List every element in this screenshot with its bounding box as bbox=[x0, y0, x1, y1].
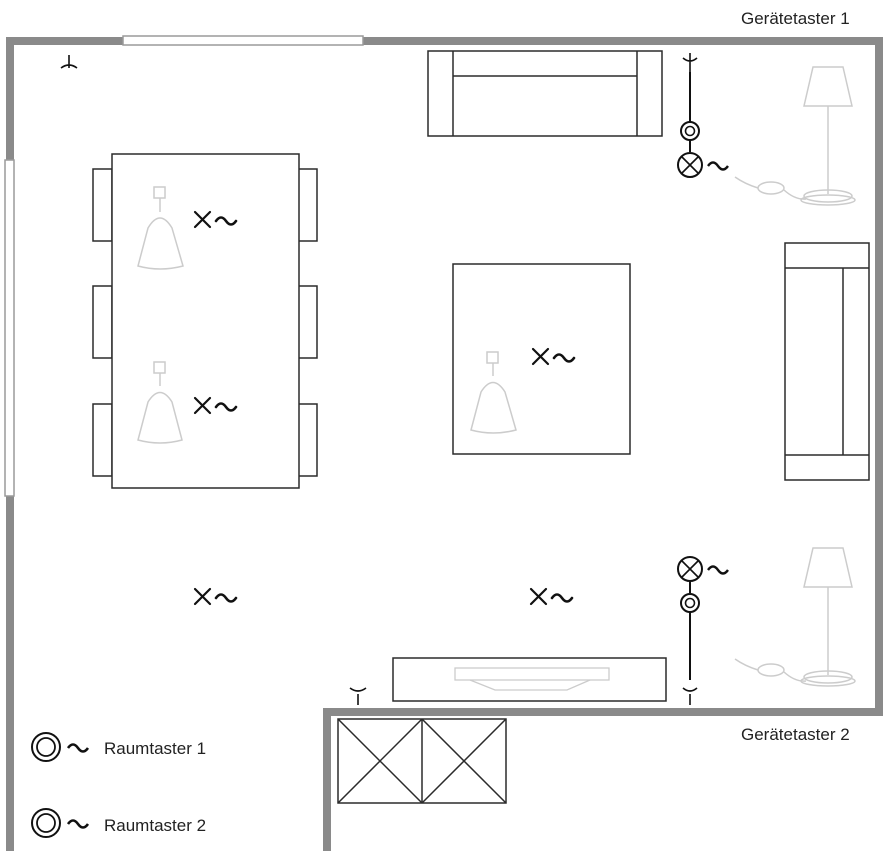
room-switch-2-label: Raumtaster 2 bbox=[104, 816, 206, 835]
room-switch-icon bbox=[31, 732, 61, 762]
tv-sideboard bbox=[392, 657, 667, 702]
ceiling-light-icon bbox=[193, 396, 238, 415]
floor-lamp-icon bbox=[734, 547, 856, 687]
ceiling-light-icon bbox=[193, 210, 238, 229]
floor-lamp-icon bbox=[734, 66, 856, 206]
room-switch-1-symbol bbox=[31, 732, 90, 762]
ceiling-lights bbox=[193, 210, 576, 606]
window-top bbox=[122, 35, 364, 46]
pendant-lamp-icon bbox=[470, 351, 517, 434]
lamp-outlet-icon bbox=[677, 152, 703, 178]
pendant-lamp-icon bbox=[137, 186, 184, 270]
device-switch-1-label: Gerätetaster 1 bbox=[741, 9, 850, 28]
ceiling-light-icon bbox=[529, 587, 574, 606]
room-switch-icon bbox=[31, 808, 61, 838]
storage-cabinet bbox=[337, 718, 507, 804]
socket-icon bbox=[60, 55, 78, 69]
room-switch-1-label: Raumtaster 1 bbox=[104, 739, 206, 758]
device-switch-2-label: Gerätetaster 2 bbox=[741, 725, 850, 744]
pendant-lamp-icon bbox=[137, 361, 183, 444]
coffee-table bbox=[452, 263, 631, 455]
dining-table bbox=[92, 153, 318, 489]
socket-icon bbox=[349, 687, 367, 705]
device-switch-1-circuit bbox=[677, 53, 729, 178]
ceiling-light-icon bbox=[193, 587, 238, 606]
device-switch-2-circuit bbox=[677, 556, 729, 705]
window-left bbox=[4, 159, 15, 497]
room-switch-2-symbol bbox=[31, 808, 90, 838]
device-switch-icon bbox=[680, 593, 700, 613]
device-switch-icon bbox=[680, 121, 700, 141]
ceiling-light-icon bbox=[531, 347, 576, 366]
sofa-top bbox=[427, 50, 663, 137]
sofa-right bbox=[784, 242, 870, 481]
